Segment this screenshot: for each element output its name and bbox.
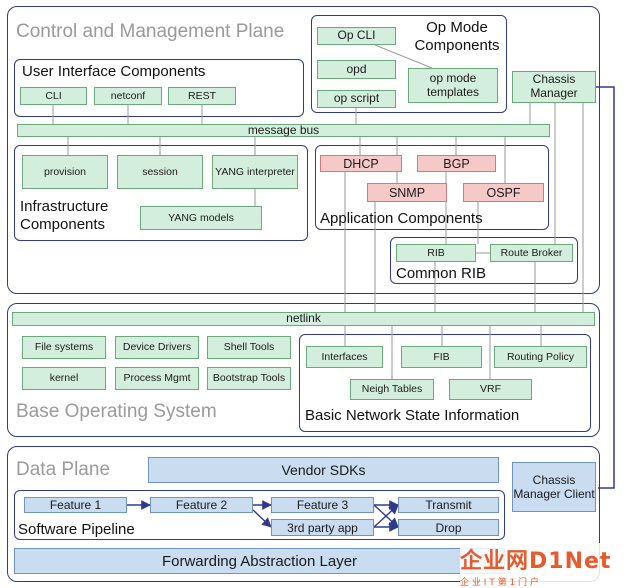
file-systems-box: File systems bbox=[22, 336, 106, 359]
provision-box: provision bbox=[22, 155, 108, 189]
transmit-box: Transmit bbox=[398, 497, 499, 513]
d1net-tagline: 企 业 I T 第 1 门 户 bbox=[460, 578, 539, 588]
session-box: session bbox=[117, 155, 203, 189]
infra-components-title: Infrastructure Components bbox=[20, 198, 109, 233]
op-mode-templates-box: op mode templates bbox=[408, 68, 498, 103]
common-rib-title: Common RIB bbox=[396, 265, 487, 282]
bootstrap-tools-box: Bootstrap Tools bbox=[207, 367, 291, 390]
control-plane-title: Control and Management Plane bbox=[16, 21, 285, 42]
route-broker-box: Route Broker bbox=[490, 244, 573, 262]
app-components-title: Application Components bbox=[320, 210, 483, 227]
dhcp-box: DHCP bbox=[320, 155, 402, 172]
ui-components-title: User Interface Components bbox=[22, 63, 206, 80]
vendor-sdks-bar: Vendor SDKs bbox=[148, 457, 499, 483]
bgp-box: BGP bbox=[417, 155, 496, 172]
device-drivers-box: Device Drivers bbox=[115, 336, 199, 359]
op-script-box: op script bbox=[317, 90, 396, 108]
shell-tools-box: Shell Tools bbox=[207, 336, 291, 359]
chassis-manager-client-box: Chassis Manager Client bbox=[512, 462, 596, 512]
op-cli-box: Op CLI bbox=[317, 27, 396, 45]
ospf-box: OSPF bbox=[463, 183, 544, 202]
forwarding-abstraction-layer-bar: Forwarding Abstraction Layer bbox=[14, 548, 505, 574]
rest-box: REST bbox=[168, 87, 236, 105]
third-party-app-box: 3rd party app bbox=[271, 519, 374, 536]
bnsi-title: Basic Network State Information bbox=[305, 407, 520, 424]
yang-models-box: YANG models bbox=[140, 206, 262, 230]
feature2-box: Feature 2 bbox=[150, 497, 253, 513]
interfaces-box: Interfaces bbox=[306, 346, 383, 368]
d1net-logo-text: 企业网D1Net bbox=[460, 549, 612, 574]
software-pipeline-title: Software Pipeline bbox=[18, 521, 135, 538]
data-plane-title: Data Plane bbox=[16, 459, 111, 480]
chassis-manager-box: Chassis Manager bbox=[512, 71, 596, 103]
message-bus: message bus bbox=[17, 123, 550, 137]
kernel-box: kernel bbox=[22, 367, 106, 390]
netlink-bar: netlink bbox=[12, 311, 595, 326]
neigh-tables-box: Neigh Tables bbox=[350, 379, 434, 400]
netconf-box: netconf bbox=[94, 87, 162, 105]
process-mgmt-box: Process Mgmt bbox=[115, 367, 199, 390]
yang-interpreter-box: YANG interpreter bbox=[212, 155, 298, 189]
cli-box: CLI bbox=[20, 87, 87, 105]
opd-box: opd bbox=[317, 60, 396, 79]
op-mode-title: Op Mode Components bbox=[414, 19, 500, 54]
base-os-title: Base Operating System bbox=[16, 401, 217, 422]
d1net-logo: 企业网D1Net 企 业 I T 第 1 门 户 bbox=[460, 543, 625, 588]
fib-box: FIB bbox=[401, 346, 482, 368]
vrf-box: VRF bbox=[449, 379, 532, 400]
rib-box: RIB bbox=[396, 244, 476, 262]
routing-policy-box: Routing Policy bbox=[494, 346, 587, 368]
feature3-box: Feature 3 bbox=[271, 497, 374, 513]
drop-box: Drop bbox=[398, 519, 499, 536]
snmp-box: SNMP bbox=[367, 183, 447, 202]
feature1-box: Feature 1 bbox=[24, 497, 127, 513]
